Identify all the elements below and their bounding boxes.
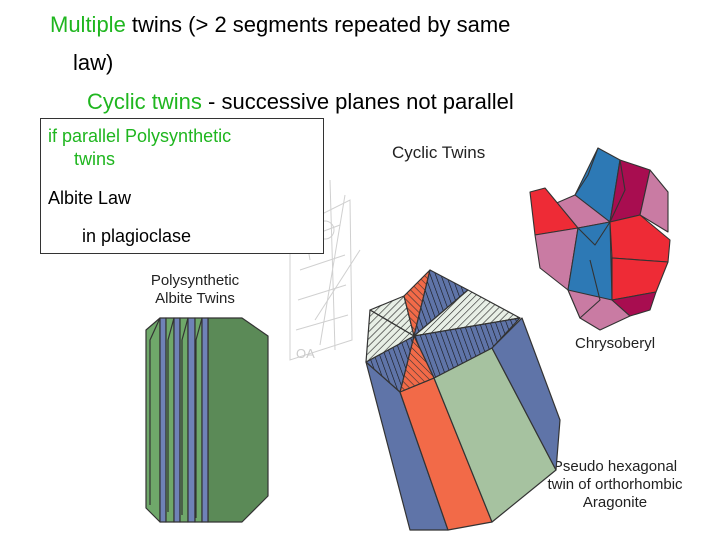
albite-lamella-8	[201, 317, 209, 523]
albite-side-face	[207, 317, 269, 523]
heading-highlight-multiple: Multiple	[50, 12, 126, 37]
aragonite-caption-line-3: Aragonite	[582, 494, 648, 511]
chrysoberyl-caption: Chrysoberyl	[575, 335, 656, 352]
chrysoberyl-face-3	[639, 169, 669, 233]
albite-lamella-3	[165, 317, 175, 523]
note-line-3: in plagioclase	[82, 226, 192, 246]
albite-lamella-5	[179, 317, 189, 523]
heading-highlight-cyclic: Cyclic twins	[87, 89, 202, 114]
heading-line-2: Cyclic twins - successive planes not par…	[87, 85, 514, 119]
chrysoberyl-face-9	[611, 257, 669, 301]
heading-line-1-wrap: law)	[73, 50, 114, 75]
albite-twin-crystal	[145, 317, 269, 523]
chrysoberyl-face-8	[609, 214, 671, 263]
heading-line-2-rest: - successive planes not parallel	[201, 89, 514, 114]
polysynthetic-caption: Polysynthetic Albite Twins	[140, 272, 250, 308]
note-line-1-wrap: twins	[74, 149, 116, 169]
albite-lamella-6	[187, 317, 196, 523]
cyclic-twins-title: Cyclic Twins	[392, 143, 486, 162]
note-line-1: if parallel Polysynthetic	[48, 126, 232, 146]
albite-lamella-4	[173, 317, 181, 523]
chrysoberyl-face-10	[567, 289, 631, 331]
heading-line-1-rest: twins (> 2 segments repeated by same	[125, 12, 511, 37]
aragonite-top-8	[365, 309, 415, 363]
chrysoberyl-twin-crystal	[529, 147, 671, 331]
aragonite-caption-line-2: twin of orthorhombic	[547, 476, 683, 493]
albite-lamella-2	[159, 317, 167, 523]
aragonite-caption: Pseudo hexagonal twin of orthorhombic Ar…	[540, 458, 690, 512]
note-line-2: Albite Law	[48, 188, 132, 208]
albite-lamella-1	[145, 317, 161, 523]
heading-line-1: Multiple twins (> 2 segments repeated by…	[50, 8, 510, 42]
aragonite-twin-crystal	[365, 269, 561, 531]
polysynthetic-caption-line-1: Polysynthetic	[150, 272, 240, 289]
aragonite-right-face	[491, 317, 561, 471]
sketch-label-oa: OA	[296, 346, 315, 361]
chrysoberyl-face-11	[611, 291, 657, 317]
note-box: if parallel Polysynthetic twins Albite L…	[40, 118, 324, 254]
aragonite-caption-line-1: Pseudo hexagonal	[552, 458, 678, 475]
polysynthetic-caption-line-2: Albite Twins	[155, 290, 235, 307]
